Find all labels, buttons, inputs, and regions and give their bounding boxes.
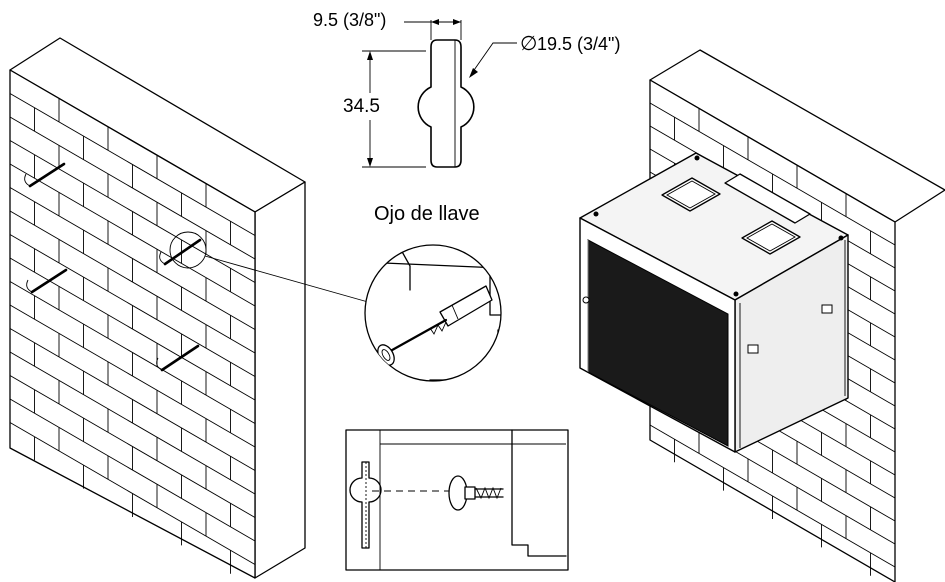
side-panel-latch xyxy=(821,304,833,314)
detail-highlight-circle xyxy=(169,231,207,269)
dim-slot-height: 34.5 xyxy=(343,96,380,117)
dim-slot-width: 9.5 (3/8") xyxy=(313,10,386,30)
left-wall-brick-courses xyxy=(9,93,256,574)
anchor-detail-magnifier xyxy=(364,244,502,382)
dim-head-diameter: 19.5 (3/4") xyxy=(537,34,620,54)
keyhole-caption: Ojo de llave xyxy=(374,203,480,225)
side-panel-latch xyxy=(747,344,759,354)
left-brick-wall xyxy=(9,37,306,579)
anchor-screw-bottom-left xyxy=(26,268,68,294)
top-cable-port xyxy=(741,220,801,255)
dimension-labels: 9.5 (3/8") ∅ 19.5 (3/4") 34.5 Ojo de lla… xyxy=(313,10,620,225)
detail-leader-line xyxy=(204,255,369,303)
anchor-screw-top-left xyxy=(24,162,66,188)
anchor-screw-bottom-right xyxy=(156,344,200,372)
wall-anchors xyxy=(24,162,369,372)
anchor-screw-top-right xyxy=(159,238,202,266)
diameter-symbol: ∅ xyxy=(520,33,537,55)
keyhole-slot-drawing xyxy=(362,19,517,168)
keyhole-section-detail xyxy=(345,429,569,571)
wall-cabinet xyxy=(579,152,849,453)
top-cable-port xyxy=(661,177,721,212)
door-lock xyxy=(582,296,590,304)
top-fan-slot xyxy=(724,173,811,224)
